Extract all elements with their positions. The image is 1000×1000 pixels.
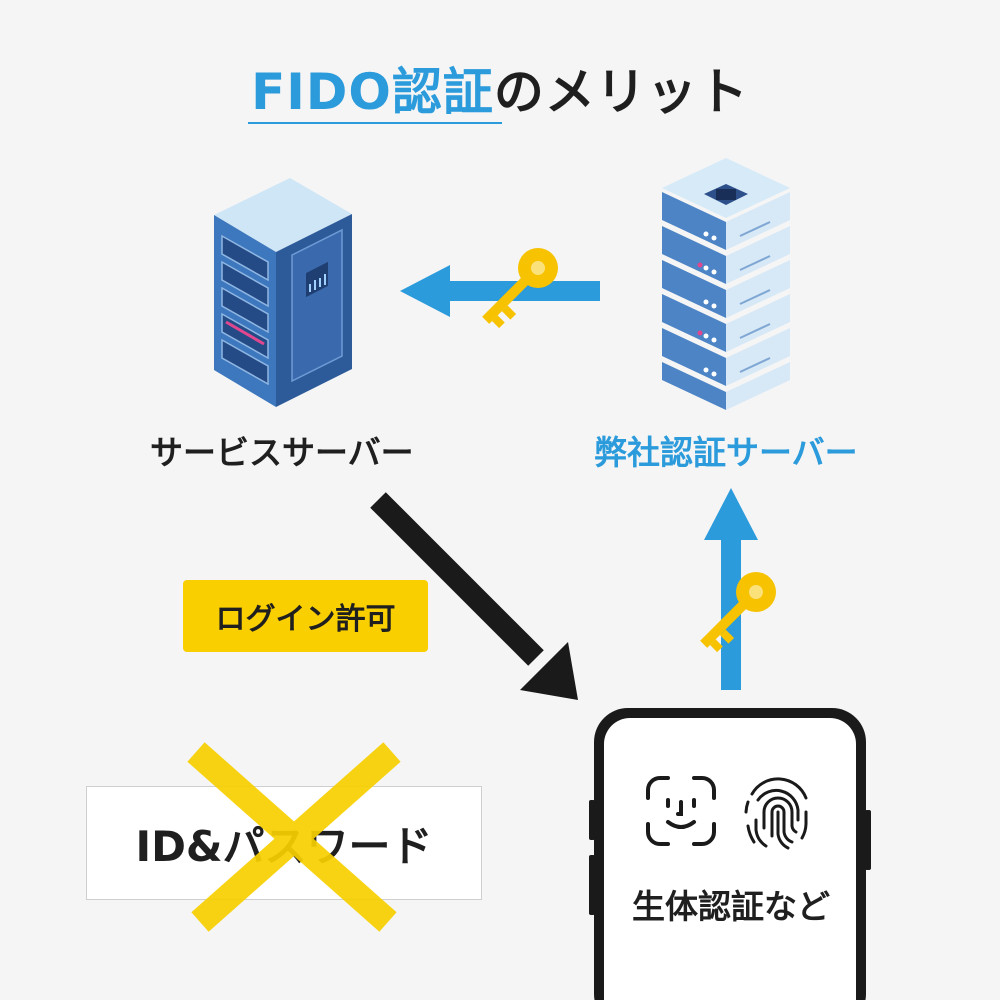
key-icon	[700, 572, 776, 653]
key-icon	[482, 248, 558, 329]
cross-mark-icon	[187, 742, 401, 932]
server-rack-icon	[214, 178, 352, 407]
title-underline	[248, 122, 502, 124]
arrow-to-auth-server	[704, 488, 758, 690]
title-suffix: のメリット	[493, 63, 749, 121]
page-title: FIDO認証のメリット	[0, 52, 1000, 124]
face-id-icon	[646, 776, 716, 846]
login-permission-badge: ログイン許可	[183, 580, 428, 652]
arrow-login-permission	[370, 492, 578, 700]
fingerprint-icon	[744, 777, 808, 850]
auth-server-label: 弊社認証サーバー	[594, 433, 858, 472]
stacked-server-icon	[662, 158, 790, 410]
service-server-label: サービスサーバー	[150, 433, 414, 472]
title-accent: FIDO認証	[251, 63, 494, 121]
smartphone-icon	[589, 708, 871, 1000]
biometric-label: 生体認証など	[632, 887, 830, 926]
login-permission-label: ログイン許可	[215, 602, 396, 637]
